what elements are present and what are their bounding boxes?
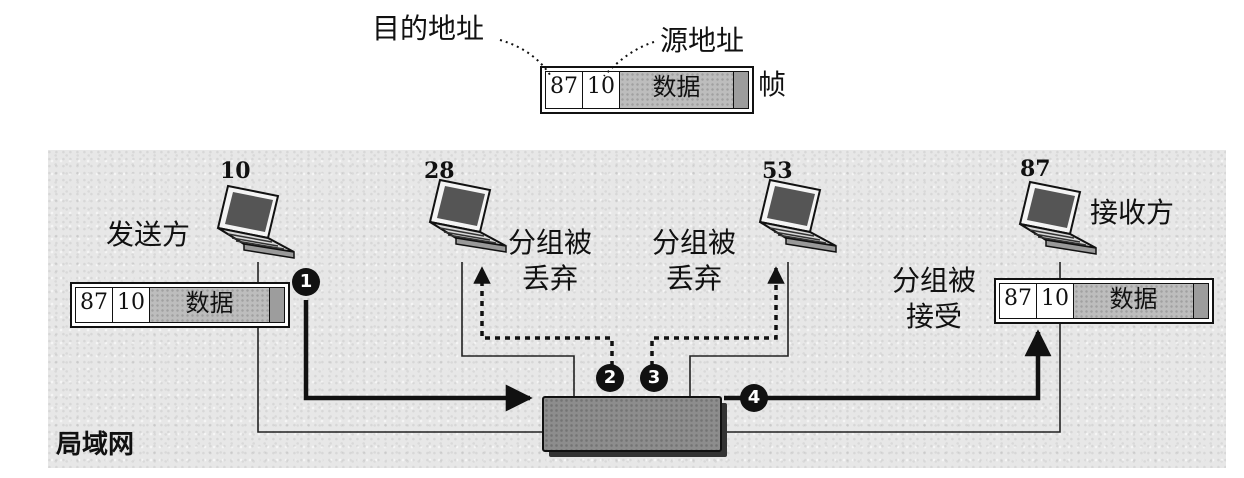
receiver-label: 接收方: [1090, 196, 1174, 230]
sender-label: 发送方: [106, 218, 190, 252]
receiver-frame-src: 10: [1037, 284, 1074, 318]
discard-28-line2: 丢弃: [522, 262, 578, 296]
step1-arrow: [306, 300, 530, 398]
src-pointer: [604, 42, 654, 76]
step-badge-1: 1: [292, 268, 320, 296]
hub: [542, 396, 722, 452]
host-address-10: 10: [220, 158, 251, 184]
step-badge-3: 3: [640, 364, 668, 392]
receiver-frame-trailer: [1194, 284, 1208, 318]
host-address-87: 87: [1020, 156, 1051, 182]
step-badge-4: 4: [740, 384, 768, 412]
step4-arrow: [724, 332, 1038, 398]
discard-53-line2: 丢弃: [666, 262, 722, 296]
laptop-icon: [206, 182, 298, 272]
receiver-frame-data: 数据: [1074, 284, 1194, 318]
sender-frame-dest: 87: [76, 288, 113, 322]
sender-frame-trailer: [270, 288, 284, 322]
laptop-icon: [418, 176, 510, 266]
accept-line1: 分组被: [892, 264, 976, 298]
lan-label: 局域网: [56, 428, 134, 462]
sender-frame: 87 10 数据: [70, 282, 290, 328]
receiver-frame: 87 10 数据: [994, 278, 1214, 324]
step-badge-2: 2: [596, 364, 624, 392]
dest-pointer: [500, 40, 552, 78]
laptop-icon: [748, 176, 840, 266]
laptop-icon: [1008, 178, 1100, 268]
receiver-frame-dest: 87: [1000, 284, 1037, 318]
discard-53-line1: 分组被: [652, 226, 736, 260]
sender-frame-data: 数据: [150, 288, 270, 322]
sender-frame-src: 10: [113, 288, 150, 322]
receiver-drop: [718, 318, 1060, 432]
host-address-53: 53: [762, 158, 793, 184]
host-address-28: 28: [424, 158, 455, 184]
discard-28-line1: 分组被: [508, 226, 592, 260]
accept-line2: 接受: [906, 300, 962, 334]
